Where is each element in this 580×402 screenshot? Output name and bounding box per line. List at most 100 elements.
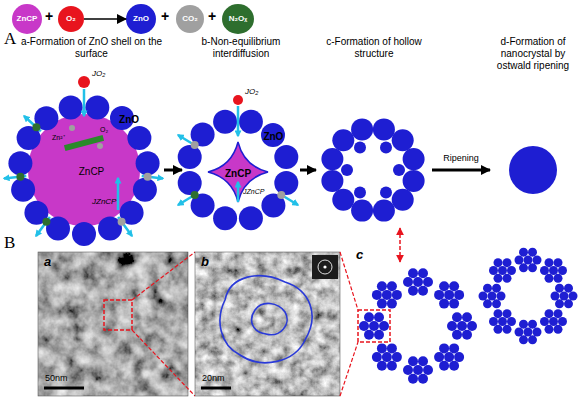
flux-arrows xyxy=(4,89,163,236)
co2-molecule xyxy=(191,141,199,149)
zno-particle xyxy=(321,148,343,170)
zno-particle xyxy=(392,189,414,211)
zno-particle xyxy=(34,106,58,130)
node-text: ZnO xyxy=(133,15,149,23)
flux-arrow xyxy=(118,217,132,236)
flux-label: JZnCP xyxy=(243,188,264,195)
zno-particle xyxy=(127,126,151,150)
stage-panel: b-Non-equilibrium interdiffusionZnOZnCP xyxy=(182,32,300,250)
flux-arrow xyxy=(4,176,26,178)
zno-particle xyxy=(98,217,122,241)
nox-molecule xyxy=(191,191,199,199)
saed-ring xyxy=(318,260,332,274)
zno-particle xyxy=(24,201,48,225)
node-text: ZnO xyxy=(103,110,140,126)
zno-particle xyxy=(120,201,144,225)
co2-molecule xyxy=(277,191,285,199)
plus-sign: + xyxy=(208,9,216,23)
gas-molecule xyxy=(97,143,103,149)
stage-panel: a-Formation of ZnO shell on the surfaceZ… xyxy=(4,32,164,250)
node-text: O₂ xyxy=(66,15,76,23)
flux-label: JO₂ xyxy=(92,70,105,78)
zno-particle xyxy=(380,142,392,154)
zno-particle xyxy=(373,118,395,140)
gas-molecule xyxy=(69,125,75,131)
product-circle: N₂Oₓ xyxy=(222,4,254,34)
scale-bar xyxy=(201,387,231,390)
zoom-box xyxy=(358,310,390,342)
zno-particle xyxy=(213,206,237,230)
zno-particle xyxy=(11,178,35,202)
saed-spot xyxy=(323,265,326,268)
flux-arrow xyxy=(237,182,240,202)
scale-label: 20nm xyxy=(202,374,225,383)
zno-particle xyxy=(178,145,202,169)
zncp-core: ZnCP xyxy=(28,114,140,226)
saed-inset xyxy=(312,255,338,279)
node-shape xyxy=(28,114,140,226)
node-text: b-Non-equilibrium interdiffusion xyxy=(182,32,300,60)
correspondence-arrow xyxy=(399,228,401,262)
zoom-line xyxy=(132,330,195,396)
hollow-schematic xyxy=(359,248,578,384)
flux-arrow xyxy=(284,197,298,205)
zno-particle xyxy=(351,118,373,140)
cluster xyxy=(403,356,433,383)
node-text: ZnCP xyxy=(63,162,106,178)
zno-particle xyxy=(332,129,354,151)
scale-bar xyxy=(44,387,84,390)
electron-path xyxy=(64,135,104,151)
hollow-contour xyxy=(252,303,287,334)
zno-particle xyxy=(239,206,263,230)
cluster xyxy=(515,248,542,273)
product-circle: CO₂ xyxy=(176,5,204,33)
zno-particle xyxy=(72,222,96,246)
zno-particle xyxy=(8,151,32,175)
flux-label: JO₂ xyxy=(245,88,258,96)
node-shape xyxy=(58,6,84,32)
cluster xyxy=(447,312,477,339)
node-shape xyxy=(12,4,42,34)
zno-particle xyxy=(321,170,343,192)
flux-arrow xyxy=(142,176,163,178)
zncp-core: ZnCP xyxy=(206,140,270,204)
zoom-box xyxy=(104,300,132,330)
cluster xyxy=(403,268,433,295)
zno-particle xyxy=(59,95,83,119)
zno-nanocrystal xyxy=(509,146,557,194)
tem-image xyxy=(195,252,340,396)
co2-molecule xyxy=(144,173,152,181)
cluster xyxy=(372,281,402,308)
zoom-line xyxy=(340,252,358,310)
node-text: c-Formation of hollow structure xyxy=(316,32,432,60)
cluster xyxy=(540,258,567,283)
flux-arrow xyxy=(178,135,192,143)
process-arrow xyxy=(432,169,490,172)
plus-sign: + xyxy=(45,9,53,23)
nox-molecule xyxy=(16,173,24,181)
cluster xyxy=(489,309,516,334)
zno-particle xyxy=(354,187,366,199)
zno-particle xyxy=(17,126,41,150)
particle-contour xyxy=(220,276,312,363)
zno-particle xyxy=(178,171,202,195)
co2-molecule xyxy=(118,218,126,226)
reactant-circle: ZnCP xyxy=(12,4,42,34)
zno-particle xyxy=(392,129,414,151)
oxygen-molecule xyxy=(78,76,90,88)
subpanel-letter: b xyxy=(201,255,209,268)
zno-particle xyxy=(403,148,425,170)
zno-particle xyxy=(354,142,366,154)
edge-label: Ripening xyxy=(443,154,479,163)
cluster xyxy=(479,284,506,309)
zno-particle: ZnO xyxy=(261,123,285,147)
cluster xyxy=(551,284,578,309)
zno-particle xyxy=(373,200,395,222)
zno-particle xyxy=(191,123,215,147)
zno-particle xyxy=(380,187,392,199)
zno-particle xyxy=(341,164,353,176)
reactant-circle: O₂ xyxy=(58,6,84,32)
zno-particle xyxy=(403,170,425,192)
zno-particle xyxy=(213,110,237,134)
zno-particle xyxy=(274,145,298,169)
